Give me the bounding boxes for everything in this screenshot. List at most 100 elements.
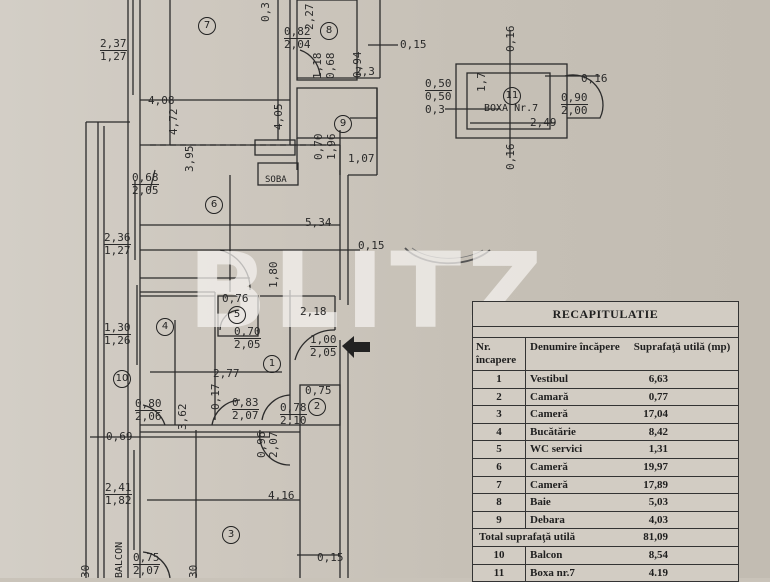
- dim-3-62: 3,62: [176, 403, 189, 431]
- dim-0-16-right: 0,16: [581, 72, 608, 85]
- table-spacer: [473, 327, 738, 338]
- dim-2-3: 2,3: [355, 65, 375, 78]
- dim-0-70-vert: 0,70: [312, 133, 325, 161]
- cell-area: 0,77: [648, 390, 668, 403]
- dim-0-68: 0,68: [324, 52, 337, 80]
- cell-area: 17,89: [643, 478, 668, 491]
- dim-4-08: 4,08: [148, 94, 175, 107]
- table-total-row: Total suprafaţă utilă 81,09: [473, 529, 738, 547]
- dim-1-07: 1,07: [348, 152, 375, 165]
- dim-0-3: 0,3: [425, 103, 445, 116]
- header-name: Denumire încăpere: [530, 341, 620, 353]
- total-area: 81,09: [643, 531, 668, 544]
- room-number-7: 7: [198, 17, 216, 35]
- dim-4-72: 4,72: [167, 108, 180, 136]
- table-row: 8 Baie 5,03: [473, 494, 738, 512]
- cell-area: 8,54: [648, 548, 668, 561]
- room-number-6: 6: [205, 196, 223, 214]
- header-nr: Nr. încapere: [473, 338, 526, 370]
- dim-1-18: 1,18: [311, 52, 324, 80]
- cell-nr: 10: [473, 546, 526, 564]
- dim-5-34: 5,34: [305, 216, 332, 229]
- cell-nr: 8: [473, 494, 526, 511]
- cell-nr: 2: [473, 388, 526, 406]
- dim-2-07-vert: 2,07: [267, 431, 280, 459]
- dim-2-77: 2,77: [213, 367, 240, 380]
- boxa-label: BOXA Nr.7: [484, 103, 539, 114]
- dim-0-15-b: 0,15: [400, 38, 427, 51]
- cell-nr: 1: [473, 371, 526, 388]
- door-dim-9: 0,75: [305, 384, 332, 397]
- dim-2-27: 2,27: [303, 3, 316, 31]
- table-row: 2 Camară 0,77: [473, 388, 738, 407]
- table-row: 1 Vestibul 6,63: [473, 371, 738, 389]
- table-row: 7 Cameră 17,89: [473, 476, 738, 495]
- balcon-label: BALCON: [114, 541, 125, 578]
- dim-0-16-top: 0,16: [504, 25, 517, 53]
- room-number-9: 9: [334, 115, 352, 133]
- total-label: Total suprafaţă utilă: [479, 531, 576, 544]
- soba-label: SOBA: [265, 175, 287, 185]
- cell-area: 19,97: [643, 460, 668, 473]
- cell-area: 5,03: [648, 496, 668, 509]
- dim-30-b: 30: [187, 564, 200, 578]
- cell-nr: 7: [473, 476, 526, 494]
- cell-area: 17,04: [643, 408, 668, 421]
- dim-30-a: 30: [79, 564, 92, 578]
- dim-2-18: 2,18: [300, 305, 327, 318]
- cell-nr: 6: [473, 458, 526, 476]
- room-number-1: 1: [263, 355, 281, 373]
- cell-area: 6,63: [648, 373, 668, 385]
- dim-0-15-c: 0,15: [317, 551, 344, 564]
- dim-0-16-bottom: 0,16: [504, 143, 517, 171]
- dim-0-17: 0,17: [209, 383, 222, 411]
- cell-name: Baie: [530, 496, 551, 509]
- dim-1-80: 1,80: [267, 261, 280, 289]
- cell-area: 4.19: [648, 566, 668, 579]
- dim-2-49: 2,49: [530, 116, 557, 129]
- cell-name: Cameră: [530, 408, 568, 421]
- cell-name: WC servici: [530, 443, 583, 456]
- room-number-11: 11: [503, 87, 521, 105]
- room-number-3: 3: [222, 526, 240, 544]
- cell-nr: 5: [473, 441, 526, 458]
- dim-0-96: 0,96: [255, 431, 268, 459]
- cell-nr: 9: [473, 511, 526, 529]
- dim-1-7: 1,7: [475, 72, 488, 92]
- cell-name: Bucătărie: [530, 425, 576, 438]
- entry-arrow-icon: [342, 336, 370, 358]
- cell-name: Boxa nr.7: [530, 566, 575, 579]
- cell-name: Balcon: [530, 548, 563, 561]
- dim-0-69: 0,69: [106, 430, 133, 443]
- table-title: RECAPITULATIE: [473, 302, 738, 327]
- room-number-8: 8: [320, 22, 338, 40]
- room-number-2: 2: [308, 398, 326, 416]
- dim-1-96: 1,96: [325, 133, 338, 161]
- cell-area: 8,42: [648, 425, 668, 438]
- room-number-10: 10: [113, 370, 131, 388]
- dim-0-94: 0,94: [351, 51, 364, 79]
- cell-name: Vestibul: [530, 373, 569, 385]
- dim-3-95: 3,95: [183, 145, 196, 173]
- cell-area: 4,03: [648, 513, 668, 526]
- table-row: 10 Balcon 8,54: [473, 546, 738, 565]
- cell-name: Camară: [530, 390, 569, 403]
- cell-name: Cameră: [530, 478, 568, 491]
- dim-4-16: 4,16: [268, 489, 295, 502]
